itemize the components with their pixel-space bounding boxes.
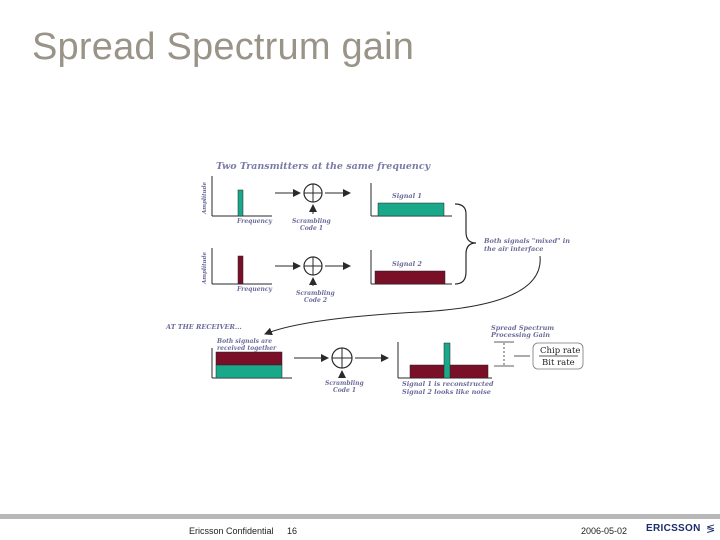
receiver-label: AT THE RECEIVER...: [165, 323, 242, 331]
receiver-output: [397, 342, 492, 379]
tx1-narrowband-signal: [237, 189, 244, 217]
gain-formula: Chip rate Bit rate: [532, 342, 584, 370]
ericsson-logo-icon: ≶: [706, 523, 716, 535]
tx1-code-label-2: Code 1: [300, 225, 323, 232]
to-receiver-arrow: [264, 255, 541, 336]
rx-mixer-icon: [331, 347, 353, 369]
mixed-note-2: the air interface: [484, 245, 543, 253]
gain-denominator: Bit rate: [542, 358, 575, 368]
slide-title: Spread Spectrum gain: [32, 26, 415, 68]
tx2-spread-signal: [374, 270, 446, 285]
footer-date: 2006-05-02: [581, 526, 628, 536]
gain-numerator: Chip rate: [540, 346, 580, 356]
rx-signal-2-band: [215, 351, 283, 366]
received-note-1: Both signals are: [216, 338, 272, 345]
tx1-axis-label: Amplitude: [202, 182, 208, 215]
footer-divider: [0, 514, 720, 519]
tx2-signal-label: Signal 2: [392, 260, 422, 268]
tx2-narrowband-signal: [237, 255, 244, 285]
rx-despread-signal-1: [443, 342, 451, 379]
tx1-code-label-1: Scrambling: [292, 218, 331, 225]
tx1-signal-label: Signal 1: [392, 192, 422, 200]
ericsson-logo: ERICSSON: [646, 523, 701, 534]
mixed-note-1: Both signals "mixed" in: [483, 237, 570, 245]
rx-code-label-2: Code 1: [333, 387, 356, 394]
tx2-code-label-2: Code 2: [304, 297, 327, 304]
result-line-1: Signal 1 is reconstructed: [402, 380, 494, 388]
tx2-axis-label: Amplitude: [202, 252, 208, 285]
tx1-frequency-label: Frequency: [236, 218, 273, 225]
diagram-heading: Two Transmitters at the same frequency: [216, 161, 432, 172]
transmitter-1: Amplitude Frequency Scrambling Code 1 Si…: [202, 176, 452, 232]
footer-page-number: 16: [287, 526, 298, 536]
transmitter-2: Amplitude Frequency Scrambling Code 2 Si…: [202, 248, 452, 304]
receiver-input: [211, 348, 292, 379]
gain-label-2: Processing Gain: [490, 331, 550, 339]
gain-label-1: Spread Spectrum: [491, 324, 554, 332]
tx1-spread-signal: [377, 202, 445, 217]
tx2-code-label-1: Scrambling: [296, 290, 335, 297]
result-line-2: Signal 2 looks like noise: [402, 388, 491, 396]
tx2-mixer-icon: [303, 256, 323, 276]
footer-confidential: Ericsson Confidential: [189, 526, 274, 536]
rx-code-label-1: Scrambling: [325, 380, 364, 387]
mixing-brace: [454, 203, 477, 285]
tx1-mixer-icon: [303, 183, 323, 203]
tx2-frequency-label: Frequency: [236, 286, 273, 293]
rx-signal-1-band: [215, 364, 283, 379]
received-note-2: received together: [217, 345, 277, 352]
